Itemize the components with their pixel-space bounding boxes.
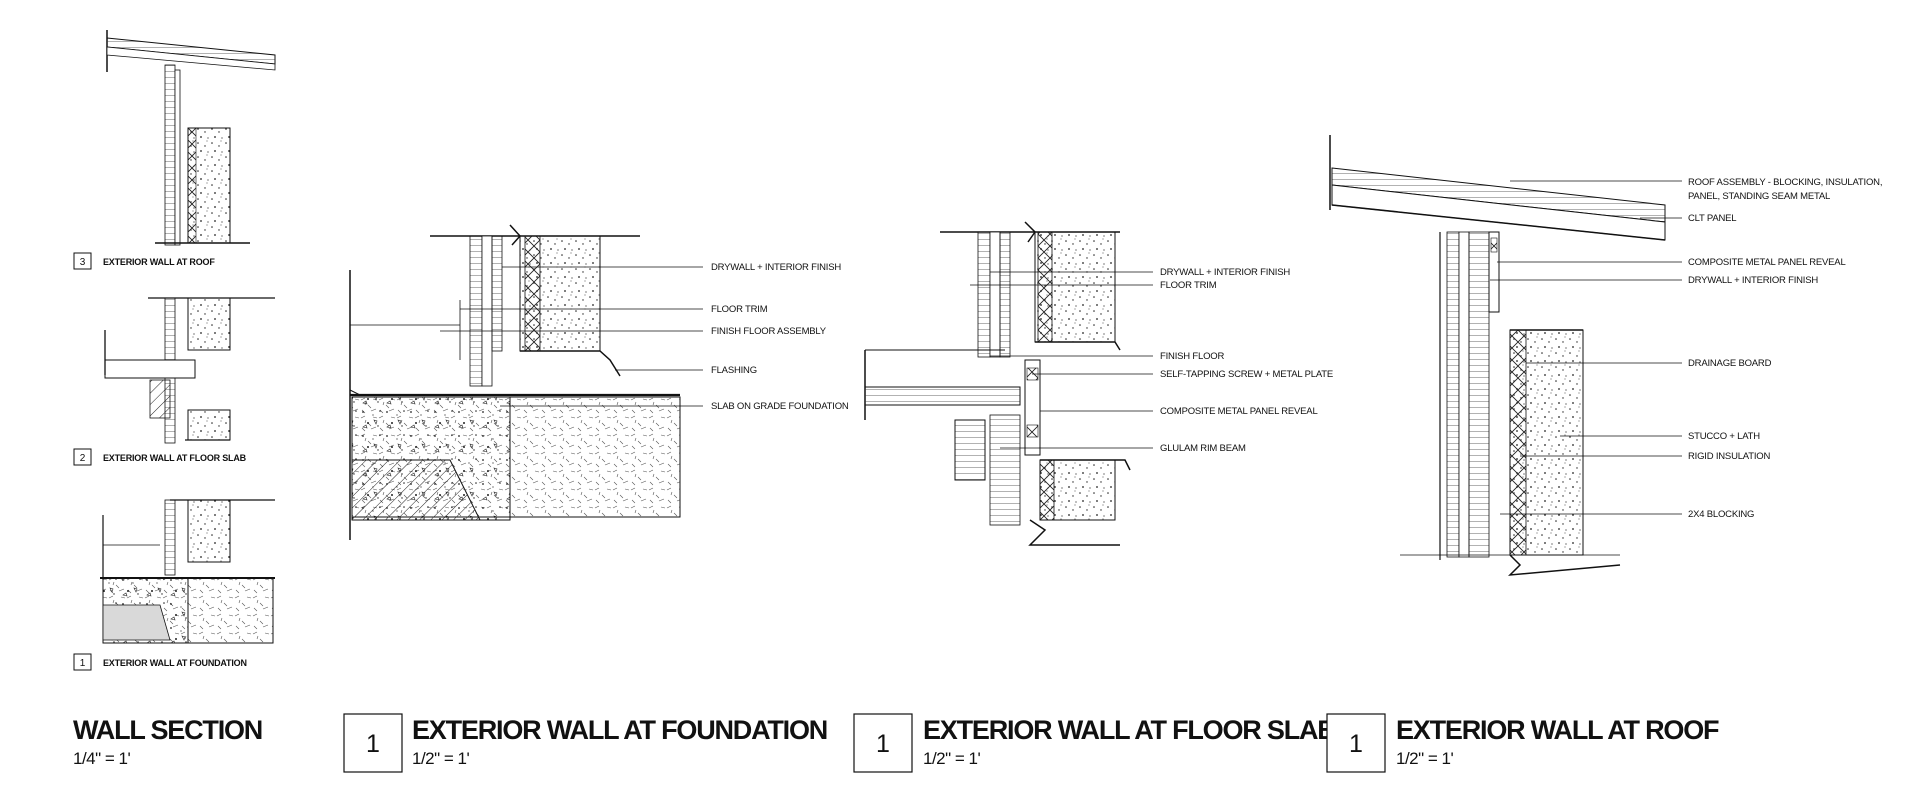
note-flashing: FLASHING	[711, 365, 757, 376]
detail-label: EXTERIOR WALL AT ROOF	[103, 257, 215, 267]
floor-slab-title: EXTERIOR WALL AT FLOOR SLAB	[923, 715, 1336, 745]
note-slab-on-grade: SLAB ON GRADE FOUNDATION	[711, 401, 849, 412]
foundation-notes: DRYWALL + INTERIOR FINISH FLOOR TRIM FIN…	[711, 262, 849, 412]
detail-tag-1: 1 EXTERIOR WALL AT FOUNDATION	[73, 653, 247, 671]
note-floor-trim: FLOOR TRIM	[1160, 280, 1217, 291]
foundation-detail-drawing	[349, 224, 681, 540]
note-drywall: DRYWALL + INTERIOR FINISH	[1688, 275, 1818, 286]
note-finish-floor: FINISH FLOOR	[1160, 351, 1224, 362]
foundation-title: EXTERIOR WALL AT FOUNDATION	[412, 715, 827, 745]
detail-number: 3	[80, 257, 86, 268]
roof-title: EXTERIOR WALL AT ROOF	[1396, 715, 1719, 745]
floor-slab-scale: 1/2" = 1'	[923, 749, 980, 768]
roof-detail-drawing	[1329, 135, 1666, 576]
detail-number: 1	[366, 730, 380, 758]
wall-section-floor-thumb	[104, 297, 275, 444]
note-composite-metal-panel: COMPOSITE METAL PANEL REVEAL	[1160, 406, 1318, 417]
note-self-tapping-screw: SELF-TAPPING SCREW + METAL PLATE	[1160, 369, 1333, 380]
note-drywall: DRYWALL + INTERIOR FINISH	[711, 262, 841, 273]
note-composite-metal-panel: COMPOSITE METAL PANEL REVEAL	[1688, 257, 1846, 268]
detail-label: EXTERIOR WALL AT FLOOR SLAB	[103, 453, 247, 463]
floor-slab-detail-drawing	[864, 221, 1131, 546]
note-drainage-board: DRAINAGE BOARD	[1688, 358, 1772, 369]
note-floor-trim: FLOOR TRIM	[711, 304, 768, 315]
detail-number: 1	[876, 730, 890, 758]
wall-section-title-block: WALL SECTION 1/4" = 1'	[73, 715, 263, 768]
detail-label: EXTERIOR WALL AT FOUNDATION	[103, 658, 247, 668]
wall-section-scale: 1/4" = 1'	[73, 749, 130, 768]
floor-slab-title-block: 1 EXTERIOR WALL AT FLOOR SLAB 1/2" = 1'	[853, 713, 1337, 773]
roof-title-block: 1 EXTERIOR WALL AT ROOF 1/2" = 1'	[1326, 713, 1720, 773]
roof-leaders	[1490, 180, 1682, 515]
detail-number: 1	[80, 658, 86, 669]
note-finish-floor-assembly: FINISH FLOOR ASSEMBLY	[711, 326, 827, 337]
roof-scale: 1/2" = 1'	[1396, 749, 1453, 768]
note-stucco-lath: STUCCO + LATH	[1688, 431, 1760, 442]
detail-tag-2: 2 EXTERIOR WALL AT FLOOR SLAB	[73, 448, 247, 466]
detail-number: 1	[1349, 730, 1363, 758]
note-rigid-insulation: RIGID INSULATION	[1688, 451, 1770, 462]
note-clt-panel: CLT PANEL	[1688, 213, 1736, 224]
roof-notes: ROOF ASSEMBLY - BLOCKING, INSULATION, PA…	[1688, 177, 1882, 520]
note-roof-assembly-line-1: ROOF ASSEMBLY - BLOCKING, INSULATION,	[1688, 177, 1882, 188]
foundation-scale: 1/2" = 1'	[412, 749, 469, 768]
wall-section-roof-thumb	[106, 30, 276, 246]
wall-section-title: WALL SECTION	[73, 715, 262, 745]
foundation-leaders	[440, 266, 703, 407]
note-drywall: DRYWALL + INTERIOR FINISH	[1160, 267, 1290, 278]
detail-tag-3: 3 EXTERIOR WALL AT ROOF	[73, 252, 216, 270]
floor-slab-notes: DRYWALL + INTERIOR FINISH FLOOR TRIM FIN…	[1160, 267, 1333, 454]
foundation-title-block: 1 EXTERIOR WALL AT FOUNDATION 1/2" = 1'	[343, 713, 828, 773]
floor-slab-leaders	[970, 271, 1153, 449]
note-roof-assembly-line-2: PANEL, STANDING SEAM METAL	[1688, 191, 1830, 202]
wall-section-foundation-thumb	[100, 499, 275, 644]
detail-number: 2	[80, 453, 86, 464]
note-2x4-blocking: 2X4 BLOCKING	[1688, 509, 1754, 520]
note-glulam-rim-beam: GLULAM RIM BEAM	[1160, 443, 1246, 454]
